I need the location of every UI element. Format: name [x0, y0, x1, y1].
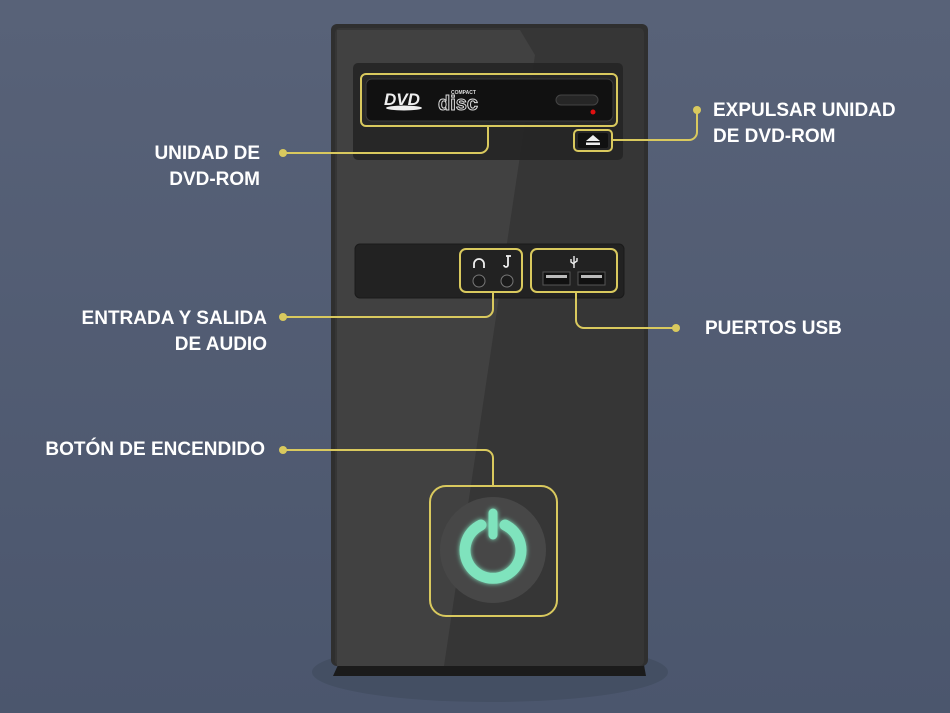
- label-usb: PUERTOS USB: [705, 318, 842, 339]
- microphone-icon: [503, 255, 511, 268]
- audio-ports-highlight[interactable]: [459, 248, 523, 293]
- label-audio: ENTRADA Y SALIDA DE AUDIO: [81, 308, 267, 355]
- callout-lines: [283, 110, 698, 486]
- drive-button[interactable]: [555, 94, 599, 106]
- label-eject: EXPULSAR UNIDAD DE DVD-ROM: [713, 100, 896, 147]
- eject-icon: [586, 135, 600, 145]
- power-button[interactable]: [440, 497, 546, 603]
- dvd-logo: DVD: [384, 90, 420, 109]
- drive-led: [590, 109, 596, 115]
- usb-port-1[interactable]: [542, 271, 571, 286]
- usb-icon: [570, 256, 578, 268]
- tower-base: [333, 665, 646, 676]
- headphone-jack[interactable]: [472, 274, 486, 288]
- dvd-drive-tray[interactable]: [365, 78, 614, 122]
- usb-ports-highlight[interactable]: [530, 248, 618, 293]
- microphone-jack[interactable]: [500, 274, 514, 288]
- headphones-icon: [473, 258, 485, 268]
- label-dvd-drive: UNIDAD DE DVD-ROM: [154, 143, 260, 190]
- label-power: BOTÓN DE ENCENDIDO: [45, 439, 265, 460]
- power-icon: [459, 508, 527, 584]
- case-reflection: [337, 30, 535, 666]
- usb-port-2[interactable]: [577, 271, 606, 286]
- disc-logo: disc: [438, 93, 478, 115]
- callout-dots: [279, 106, 701, 454]
- front-io-panel: [354, 243, 625, 299]
- compact-label: COMPACT: [451, 90, 476, 96]
